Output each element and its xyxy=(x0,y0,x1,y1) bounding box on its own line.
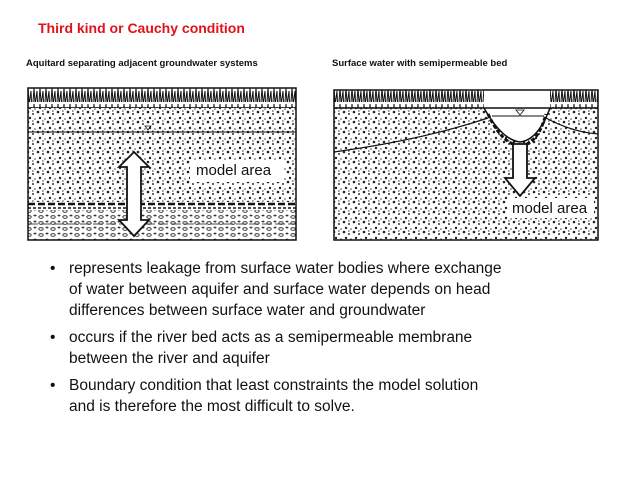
bullet-line: occurs if the river bed acts as a semipe… xyxy=(69,329,473,346)
aquitard-figure: Aquitard separating adjacent groundwater… xyxy=(26,58,300,241)
aquitard-diagram xyxy=(27,87,297,241)
semipermeable-figure-caption: Surface water with semipermeable bed xyxy=(332,58,508,69)
bullet-item: Boundary condition that least constraint… xyxy=(50,375,610,417)
bullet-list: represents leakage from surface water bo… xyxy=(50,258,610,423)
bullet-line: and is therefore the most difficult to s… xyxy=(69,398,355,415)
bullet-line: represents leakage from surface water bo… xyxy=(69,260,502,277)
semipermeable-bed-figure: Surface water with semipermeable bed xyxy=(332,58,602,241)
bullet-item: represents leakage from surface water bo… xyxy=(50,258,610,321)
bullet-line: Boundary condition that least constraint… xyxy=(69,377,479,394)
semipermeable-diagram xyxy=(333,89,599,241)
aquitard-model-area-label: model area xyxy=(196,162,272,179)
bullet-line: differences between surface water and gr… xyxy=(69,302,426,319)
bullet-line: of water between aquifer and surface wat… xyxy=(69,281,491,298)
semipermeable-model-area-label: model area xyxy=(512,200,588,217)
slide-title: Third kind or Cauchy condition xyxy=(38,20,245,36)
bullet-item: occurs if the river bed acts as a semipe… xyxy=(50,327,610,369)
aquitard-figure-caption: Aquitard separating adjacent groundwater… xyxy=(26,58,258,69)
bullet-line: between the river and aquifer xyxy=(69,350,270,367)
